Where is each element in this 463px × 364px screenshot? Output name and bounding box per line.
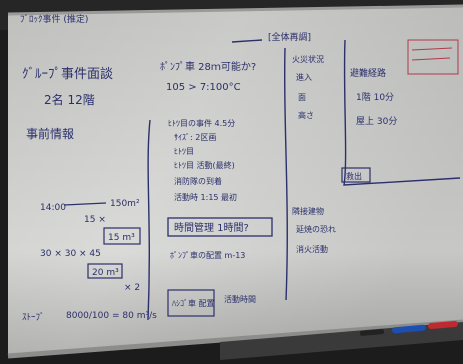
note-mid-list-2: ｻｲｽﾞ: 2区画 (174, 133, 216, 142)
box-mid-bottom (167, 289, 215, 317)
red-note-box (407, 39, 459, 75)
note-left-low-3: 15 × (84, 215, 106, 225)
red-marker (428, 320, 458, 330)
note-far-right-3: 屋上 30分 (356, 116, 397, 127)
red-note-line-1 (411, 47, 453, 51)
note-left-bottom: ｽﾄｰﾌﾞ (22, 312, 45, 323)
note-left-label: 事前情報 (26, 126, 74, 141)
black-marker (360, 329, 385, 336)
note-far-right-2: 1階 10分 (356, 92, 394, 103)
note-mid-bottom-2: 活動時間 (224, 294, 256, 304)
note-far-right-1: 避難経路 (350, 67, 386, 79)
note-mid-list-1: ﾋﾄﾂ目の事件 4.5分 (168, 118, 235, 128)
note-right-list-1: 火災状況 (292, 54, 324, 64)
note-left-box-2: 20 m³ (92, 268, 119, 278)
top-left-scribble: ﾌﾞﾛｯｸ事件 (推定) (20, 13, 88, 25)
note-left-low-6: 8000/100 = 80 m³/s (66, 311, 157, 321)
note-mid-list-3: ﾋﾄﾂ目 (174, 147, 194, 156)
note-right-list-4: 高さ (298, 110, 314, 120)
note-mid-top-1: ﾎﾟﾝﾌﾟ車 28ｍ可能か? (160, 60, 256, 73)
note-right-bracket: [全体再調] (268, 31, 311, 43)
arrow-line (63, 202, 107, 206)
note-mid-bottom-1: ﾎﾟﾝﾌﾟ車の配置 m-13 (170, 250, 245, 260)
divider-line-left (147, 119, 151, 321)
box-far-right (341, 167, 371, 183)
note-left-low-1: 14:00 (40, 203, 66, 213)
note-right-mid-3: 消火活動 (296, 244, 328, 254)
note-right-mid-1: 隣接建物 (292, 206, 324, 216)
note-mid-list-5: 消防隊の到着 (174, 176, 222, 186)
whiteboard-top-frame (7, 4, 463, 16)
note-left-title: ｸﾞﾙｰﾌﾟ事件面談 (22, 66, 113, 82)
note-left-low-4: 30 × 30 × 45 (40, 249, 101, 259)
red-note-line-2 (411, 57, 451, 61)
box-left-1 (103, 227, 141, 245)
note-mid-top-2: 105 > 7:100°C (166, 82, 241, 93)
note-mid-list-4: ﾋﾄﾂ目 活動(最終) (174, 160, 235, 170)
note-right-list-2: 進入 (296, 73, 312, 82)
note-far-right-box: 救出 (346, 171, 362, 181)
note-mid-list-6: 活動時 1:15 最初 (174, 192, 237, 202)
divider-line-middle (283, 47, 288, 301)
blue-marker (392, 324, 426, 334)
dash-mark (231, 39, 263, 43)
divider-line-right (343, 39, 461, 186)
note-left-low-2: 150m² (110, 199, 140, 209)
box-left-2 (87, 263, 123, 279)
whiteboard-bottom-frame (7, 319, 463, 359)
note-mid-bottom-box: ﾊｼｺﾞ車 配置 (172, 298, 215, 308)
note-right-list-3: 面 (298, 93, 306, 102)
note-left-box-1: 15 m³ (108, 233, 135, 243)
note-right-mid-2: 延焼の恐れ (296, 224, 336, 234)
note-mid-box: 時間管理 1時間? (174, 221, 249, 234)
note-left-sub: 2名 12階 (44, 92, 95, 107)
note-left-low-5: × 2 (124, 283, 140, 293)
box-mid (167, 217, 273, 237)
